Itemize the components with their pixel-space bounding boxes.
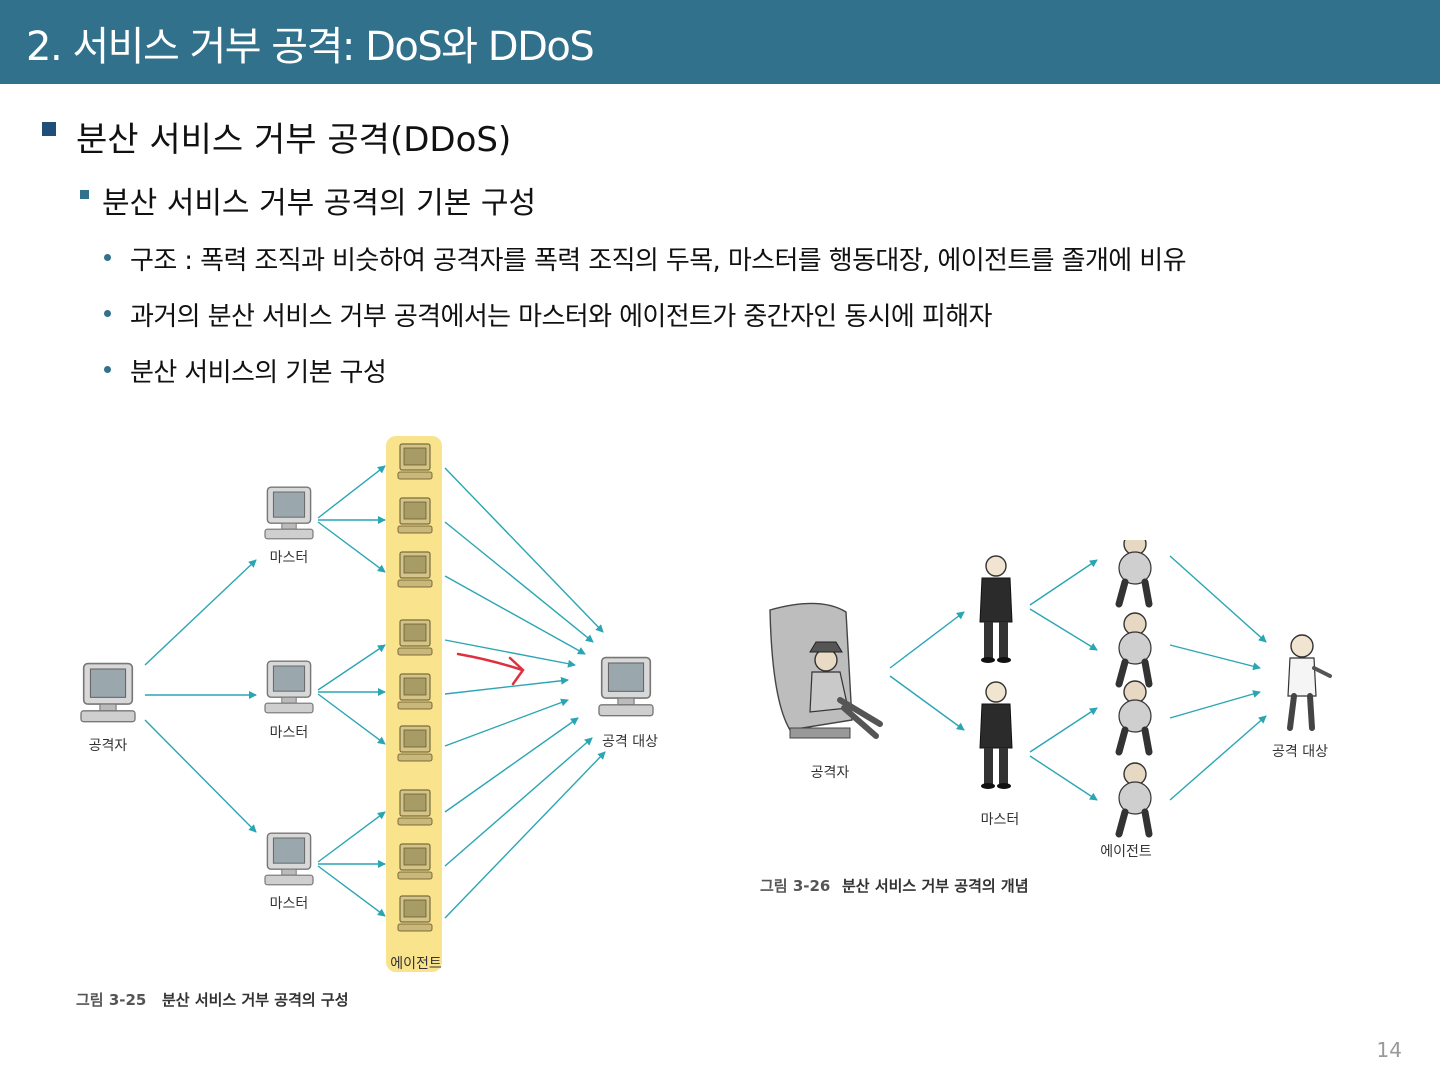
target-computer-icon xyxy=(598,656,654,717)
agent-computer-icon xyxy=(397,673,433,710)
agent-figure-icon xyxy=(1119,681,1151,752)
master-label: 마스터 xyxy=(270,725,309,741)
attacker-computer-icon xyxy=(80,662,136,723)
annotation-arrow xyxy=(456,652,525,686)
agent-computer-icon xyxy=(397,843,433,880)
slide-title: 2. 서비스 거부 공격: DoS와 DDoS xyxy=(26,24,595,70)
bullet-level1-text: 분산 서비스 거부 공격(DDoS) xyxy=(76,120,512,160)
figure-caption-text: 분산 서비스 거부 공격의 구성 xyxy=(162,991,349,1009)
agent-label: 에이전트 xyxy=(1100,844,1152,860)
target-label: 공격 대상 xyxy=(1272,744,1328,760)
agent-figure-icon xyxy=(1119,763,1151,834)
master-figure-icon xyxy=(979,681,1013,790)
target-figure-icon xyxy=(1287,634,1332,731)
square-bullet-icon xyxy=(80,190,89,199)
bullet-level2-text: 분산 서비스 거부 공격의 기본 구성 xyxy=(102,186,537,221)
ddos-structure-figure: 공격자 마스터 마스터 마스터 에이전트 공격 대상 그림 3-25 분산 서비… xyxy=(76,436,658,1009)
master-computer-icon xyxy=(264,832,314,886)
page-number: 14 xyxy=(1376,1038,1402,1062)
agent-computer-icon xyxy=(397,443,433,480)
agent-computer-icon xyxy=(397,619,433,656)
agent-figure-icon xyxy=(1119,540,1151,604)
attacker-label: 공격자 xyxy=(811,765,850,781)
dot-bullet-icon xyxy=(104,310,111,317)
figure-caption-text: 분산 서비스 거부 공격의 개념 xyxy=(842,877,1029,895)
master-figure-icon xyxy=(979,555,1013,664)
agent-computer-icon xyxy=(397,551,433,588)
master-label: 마스터 xyxy=(270,896,309,912)
square-bullet-icon xyxy=(42,122,56,136)
attacker-label: 공격자 xyxy=(89,738,128,754)
bullet-level3-text: 구조 : 폭력 조직과 비슷하여 공격자를 폭력 조직의 두목, 마스터를 행동… xyxy=(130,246,1187,276)
dot-bullet-icon xyxy=(104,254,111,261)
attacker-figure-icon xyxy=(769,602,883,739)
title-bar: 2. 서비스 거부 공격: DoS와 DDoS xyxy=(0,0,1440,84)
agent-computer-icon xyxy=(397,895,433,932)
master-computer-icon xyxy=(264,660,314,714)
master-label: 마스터 xyxy=(981,812,1020,828)
agent-computer-icon xyxy=(397,497,433,534)
agent-computer-icon xyxy=(397,789,433,826)
agent-computer-icon xyxy=(397,725,433,762)
master-label: 마스터 xyxy=(270,550,309,566)
agent-label: 에이전트 xyxy=(390,956,442,972)
target-label: 공격 대상 xyxy=(602,734,658,750)
ddos-concept-figure: 공격자 마스터 에이전트 공격 대상 그림 3-26 분산 서비스 거부 공격의… xyxy=(760,540,1332,895)
master-computer-icon xyxy=(264,486,314,540)
figure-caption-number: 그림 3-25 xyxy=(76,991,146,1009)
agent-figure-icon xyxy=(1119,613,1151,684)
dot-bullet-icon xyxy=(104,366,111,373)
bullet-level3-text: 과거의 분산 서비스 거부 공격에서는 마스터와 에이전트가 중간자인 동시에 … xyxy=(130,302,992,332)
bullet-level3-text: 분산 서비스의 기본 구성 xyxy=(130,358,387,388)
figure-caption-number: 그림 3-26 xyxy=(760,877,830,895)
